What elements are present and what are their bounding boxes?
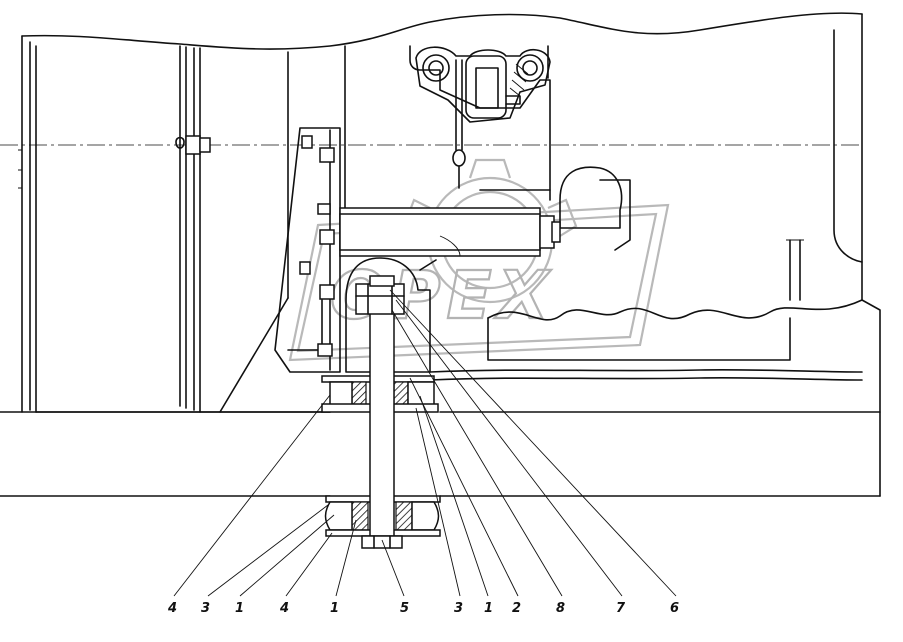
rubber-cushion — [395, 501, 413, 531]
callout-label: 1 — [484, 601, 493, 616]
callout-label: 1 — [330, 601, 339, 616]
callout-label: 8 — [556, 601, 565, 616]
callout-label: 4 — [167, 601, 177, 616]
mount-bracket — [175, 127, 341, 373]
callout-label: 5 — [400, 601, 409, 616]
bolt-head — [361, 535, 403, 549]
callout-label: 6 — [670, 601, 679, 616]
cross-tube — [339, 207, 561, 257]
linkage-assembly — [415, 46, 551, 189]
callout-label: 2 — [512, 601, 521, 616]
callout-label: 7 — [616, 601, 626, 616]
housing-bolt — [175, 135, 211, 155]
callout-labels: 4 3 1 4 1 5 3 1 2 8 7 6 — [167, 601, 679, 616]
bracket-bolt — [317, 203, 335, 245]
castle-nut — [355, 283, 405, 315]
mount-bolt-assembly — [321, 275, 441, 549]
engine-housing — [18, 12, 881, 497]
bracket-bolt — [317, 343, 333, 357]
callout-label: 1 — [235, 601, 244, 616]
callout-label: 4 — [279, 601, 289, 616]
watermark-frame — [288, 203, 670, 362]
bracket-bolt — [299, 261, 335, 300]
bracket-bolt — [301, 135, 335, 163]
callout-label: 3 — [201, 601, 210, 616]
frame-rail — [0, 411, 881, 497]
leader-lines — [173, 289, 677, 597]
callout-label: 3 — [454, 601, 463, 616]
bolt-shank — [369, 299, 395, 537]
support-lug — [345, 257, 437, 373]
